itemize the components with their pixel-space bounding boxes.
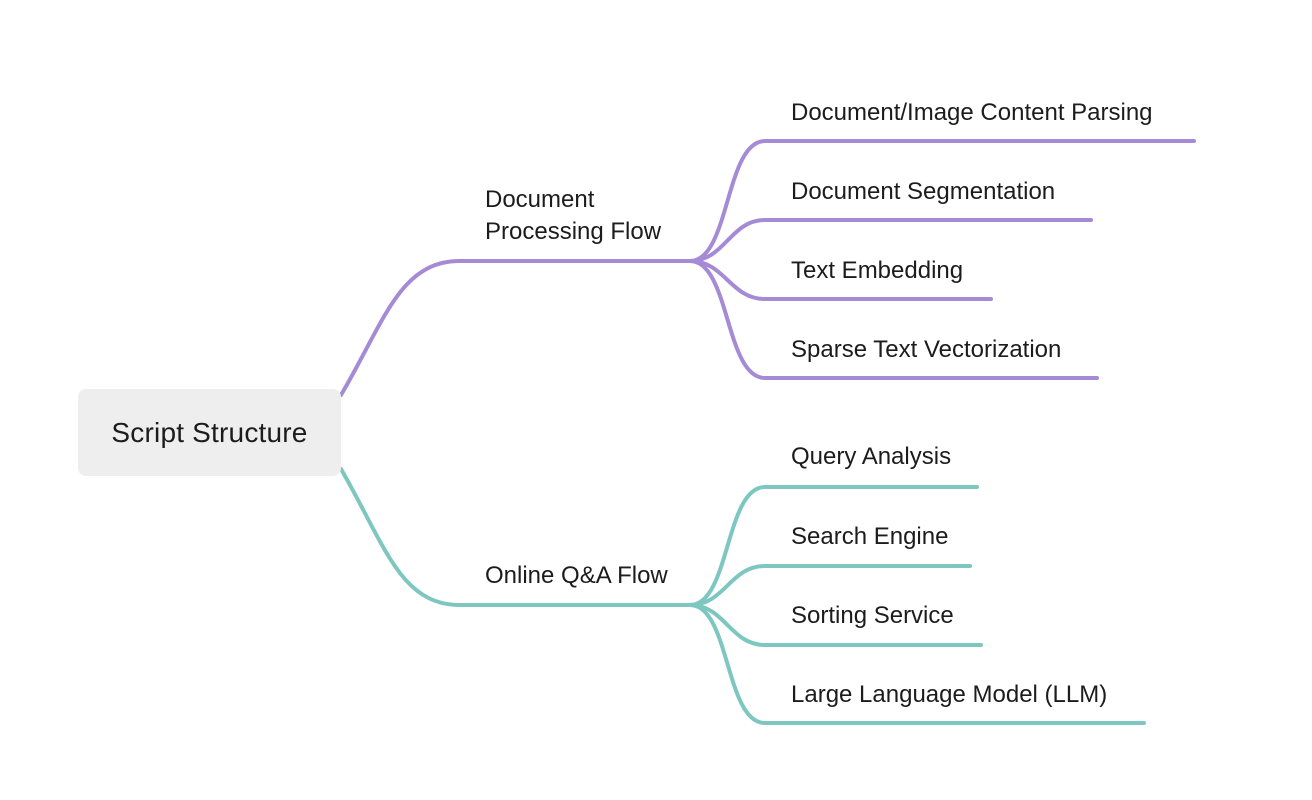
branch-document-processing-flow[interactable]: Document Processing Flow — [485, 184, 661, 248]
branch-label-line: Document — [485, 186, 595, 213]
edge-root-to-document-processing — [339, 259, 692, 397]
edge-to-document-image-content-parsing — [688, 139, 1196, 263]
branch-online-qa-flow[interactable]: Online Q&A Flow — [485, 560, 668, 592]
leaf-text-embedding[interactable]: Text Embedding — [791, 257, 964, 284]
branch-label-line: Processing Flow — [485, 218, 662, 245]
leaf-sorting-service[interactable]: Sorting Service — [791, 602, 954, 629]
branch-label-line: Online Q&A Flow — [485, 562, 668, 589]
leaf-sparse-text-vectorization[interactable]: Sparse Text Vectorization — [791, 336, 1062, 363]
root-node[interactable]: Script Structure — [78, 389, 341, 476]
edge-to-query-analysis — [688, 485, 979, 607]
edge-to-search-engine — [688, 564, 972, 607]
edge-to-sparse-text-vectorization — [688, 259, 1099, 380]
edge-to-document-segmentation — [688, 218, 1093, 263]
leaf-large-language-model[interactable]: Large Language Model (LLM) — [791, 681, 1108, 708]
leaf-document-image-content-parsing[interactable]: Document/Image Content Parsing — [791, 99, 1153, 126]
edge-to-large-language-model — [688, 603, 1146, 725]
leaf-search-engine[interactable]: Search Engine — [791, 523, 949, 550]
leaf-query-analysis[interactable]: Query Analysis — [791, 443, 952, 470]
root-node-label: Script Structure — [111, 416, 308, 448]
leaf-document-segmentation[interactable]: Document Segmentation — [791, 178, 1056, 205]
edge-root-to-online-qa — [339, 467, 692, 607]
